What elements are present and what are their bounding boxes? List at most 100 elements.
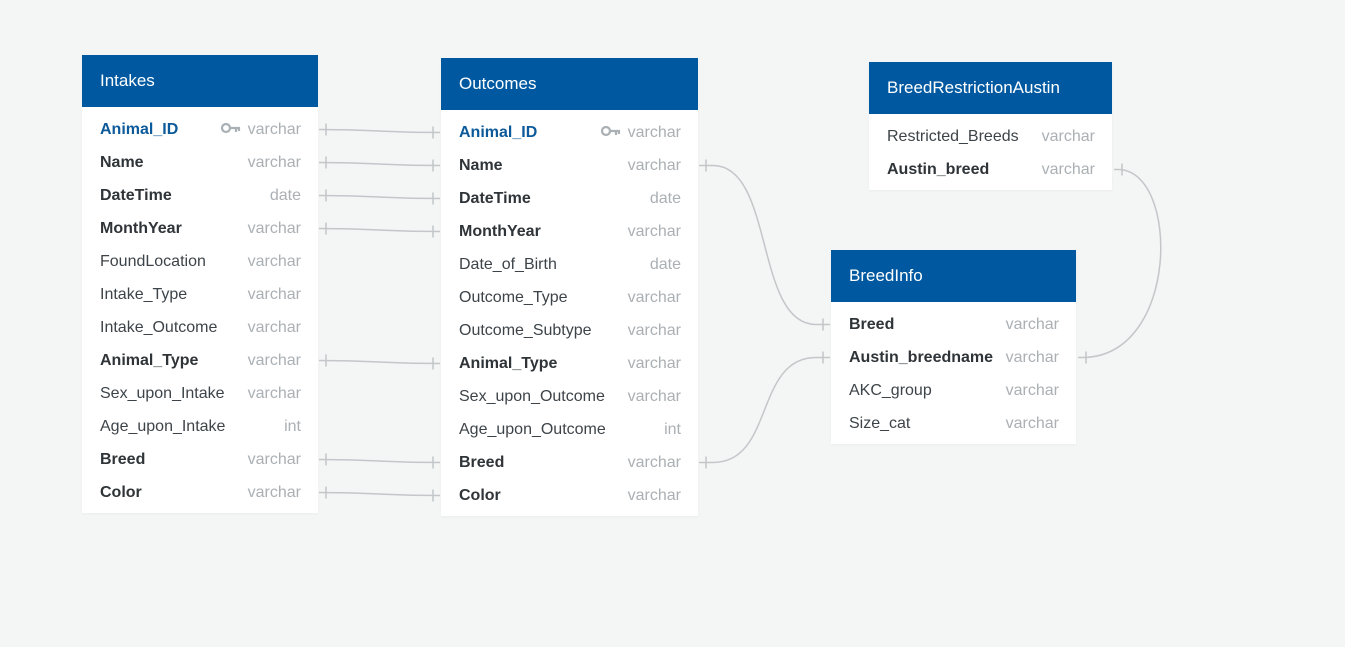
column-row[interactable]: DateTime date bbox=[82, 179, 318, 212]
column-name: DateTime bbox=[100, 186, 172, 204]
column-name: Name bbox=[100, 153, 144, 171]
column-type: varchar bbox=[247, 384, 301, 402]
column-type: varchar bbox=[247, 285, 301, 303]
column-name: Outcome_Subtype bbox=[459, 321, 592, 339]
column-name: AKC_group bbox=[849, 381, 932, 399]
column-row[interactable]: Animal_ID varchar bbox=[441, 116, 698, 149]
column-type: varchar bbox=[1005, 381, 1059, 399]
column-name: Color bbox=[100, 483, 142, 501]
column-row[interactable]: Restricted_Breeds varchar bbox=[869, 120, 1112, 153]
column-type: varchar bbox=[1005, 348, 1059, 366]
column-row[interactable]: Animal_Type varchar bbox=[82, 344, 318, 377]
column-name: Animal_Type bbox=[459, 354, 558, 372]
column-name: Animal_ID bbox=[459, 123, 538, 141]
column-type: varchar bbox=[247, 120, 301, 138]
column-row[interactable]: MonthYear varchar bbox=[82, 212, 318, 245]
column-row[interactable]: Austin_breed varchar bbox=[869, 153, 1112, 186]
column-type: varchar bbox=[247, 483, 301, 501]
column-type: varchar bbox=[627, 486, 681, 504]
column-row[interactable]: Animal_Type varchar bbox=[441, 347, 698, 380]
column-type: varchar bbox=[1005, 414, 1059, 432]
column-name: Date_of_Birth bbox=[459, 255, 557, 273]
relationship-line bbox=[1078, 168, 1162, 359]
column-type: date bbox=[649, 255, 681, 273]
column-row[interactable]: Outcome_Subtype varchar bbox=[441, 314, 698, 347]
column-type: varchar bbox=[627, 321, 681, 339]
column-row[interactable]: Name varchar bbox=[82, 146, 318, 179]
table-title[interactable]: BreedRestrictionAustin bbox=[869, 62, 1112, 114]
column-row[interactable]: Color varchar bbox=[441, 479, 698, 512]
column-name: MonthYear bbox=[100, 219, 182, 237]
column-name: Breed bbox=[100, 450, 146, 468]
relationship-line bbox=[318, 491, 441, 497]
column-name: Animal_Type bbox=[100, 351, 199, 369]
relationship-line bbox=[699, 164, 830, 326]
relationship-line bbox=[318, 458, 441, 464]
relationship-line bbox=[318, 161, 441, 167]
column-name: Age_upon_Intake bbox=[100, 417, 226, 435]
column-type: varchar bbox=[247, 252, 301, 270]
relationship-line bbox=[318, 194, 441, 200]
column-name: Name bbox=[459, 156, 503, 174]
column-name: Color bbox=[459, 486, 501, 504]
column-name: Austin_breedname bbox=[849, 348, 994, 366]
column-name: Sex_upon_Intake bbox=[100, 384, 225, 402]
column-name: MonthYear bbox=[459, 222, 541, 240]
column-name: Breed bbox=[849, 315, 895, 333]
column-type: varchar bbox=[247, 153, 301, 171]
column-type: varchar bbox=[1041, 160, 1095, 178]
column-name: Outcome_Type bbox=[459, 288, 568, 306]
column-type: varchar bbox=[247, 351, 301, 369]
column-type: varchar bbox=[247, 318, 301, 336]
key-icon bbox=[220, 121, 241, 139]
column-name: DateTime bbox=[459, 189, 531, 207]
column-name: Age_upon_Outcome bbox=[459, 420, 606, 438]
table-title[interactable]: Outcomes bbox=[441, 58, 698, 110]
column-type: varchar bbox=[627, 354, 681, 372]
column-type: int bbox=[664, 420, 681, 438]
column-type: varchar bbox=[1041, 127, 1095, 145]
column-name: Austin_breed bbox=[887, 160, 990, 178]
column-name: Sex_upon_Outcome bbox=[459, 387, 605, 405]
column-row[interactable]: Date_of_Birth date bbox=[441, 248, 698, 281]
column-row[interactable]: Austin_breedname varchar bbox=[831, 341, 1076, 374]
column-row[interactable]: Age_upon_Outcome int bbox=[441, 413, 698, 446]
column-type: date bbox=[269, 186, 301, 204]
table-title[interactable]: Intakes bbox=[82, 55, 318, 107]
column-row[interactable]: Color varchar bbox=[82, 476, 318, 509]
column-row[interactable]: Outcome_Type varchar bbox=[441, 281, 698, 314]
column-type: varchar bbox=[627, 123, 681, 141]
column-type: varchar bbox=[627, 288, 681, 306]
relationship-line bbox=[699, 356, 830, 464]
column-type: varchar bbox=[1005, 315, 1059, 333]
column-row[interactable]: AKC_group varchar bbox=[831, 374, 1076, 407]
column-name: Restricted_Breeds bbox=[887, 127, 1019, 145]
table-title[interactable]: BreedInfo bbox=[831, 250, 1076, 302]
column-type: varchar bbox=[627, 156, 681, 174]
column-row[interactable]: Breed varchar bbox=[831, 308, 1076, 341]
column-type: varchar bbox=[627, 387, 681, 405]
column-row[interactable]: Sex_upon_Intake varchar bbox=[82, 377, 318, 410]
column-row[interactable]: Name varchar bbox=[441, 149, 698, 182]
column-type: varchar bbox=[247, 219, 301, 237]
column-row[interactable]: Sex_upon_Outcome varchar bbox=[441, 380, 698, 413]
